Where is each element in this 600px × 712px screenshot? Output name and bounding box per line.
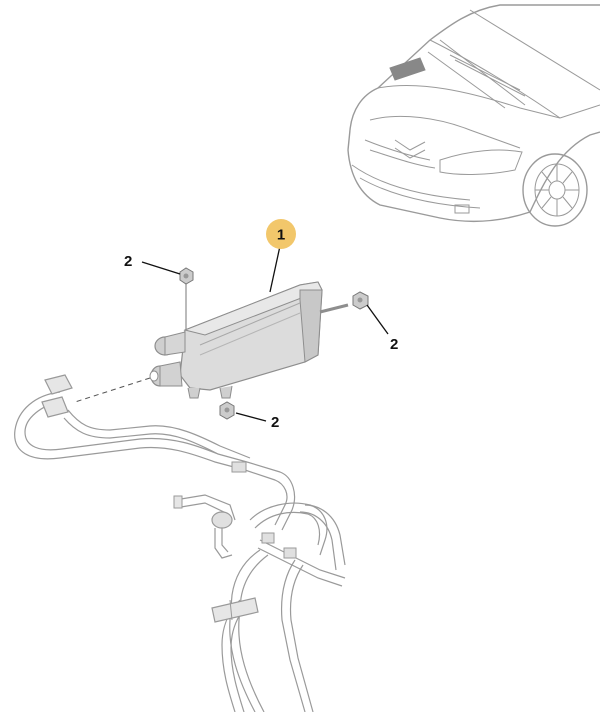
- callout-fastener-right: 2: [390, 336, 398, 353]
- leader-lines: [141, 245, 389, 422]
- fastener-right: [352, 291, 369, 310]
- fastener-top-left: [179, 267, 194, 285]
- callout-fastener-bottom: 2: [271, 414, 279, 431]
- hose-assembly: [14, 374, 346, 712]
- car-front-illustration: [347, 4, 600, 227]
- callout-part-1: 1: [266, 219, 296, 249]
- assembly-dashed-line: [74, 377, 151, 403]
- canister-part: [149, 281, 349, 399]
- callout-fastener-top-left: 2: [124, 253, 132, 270]
- fastener-bottom: [219, 401, 235, 420]
- callout-label: 1: [277, 227, 285, 244]
- callout-badge: [266, 219, 296, 249]
